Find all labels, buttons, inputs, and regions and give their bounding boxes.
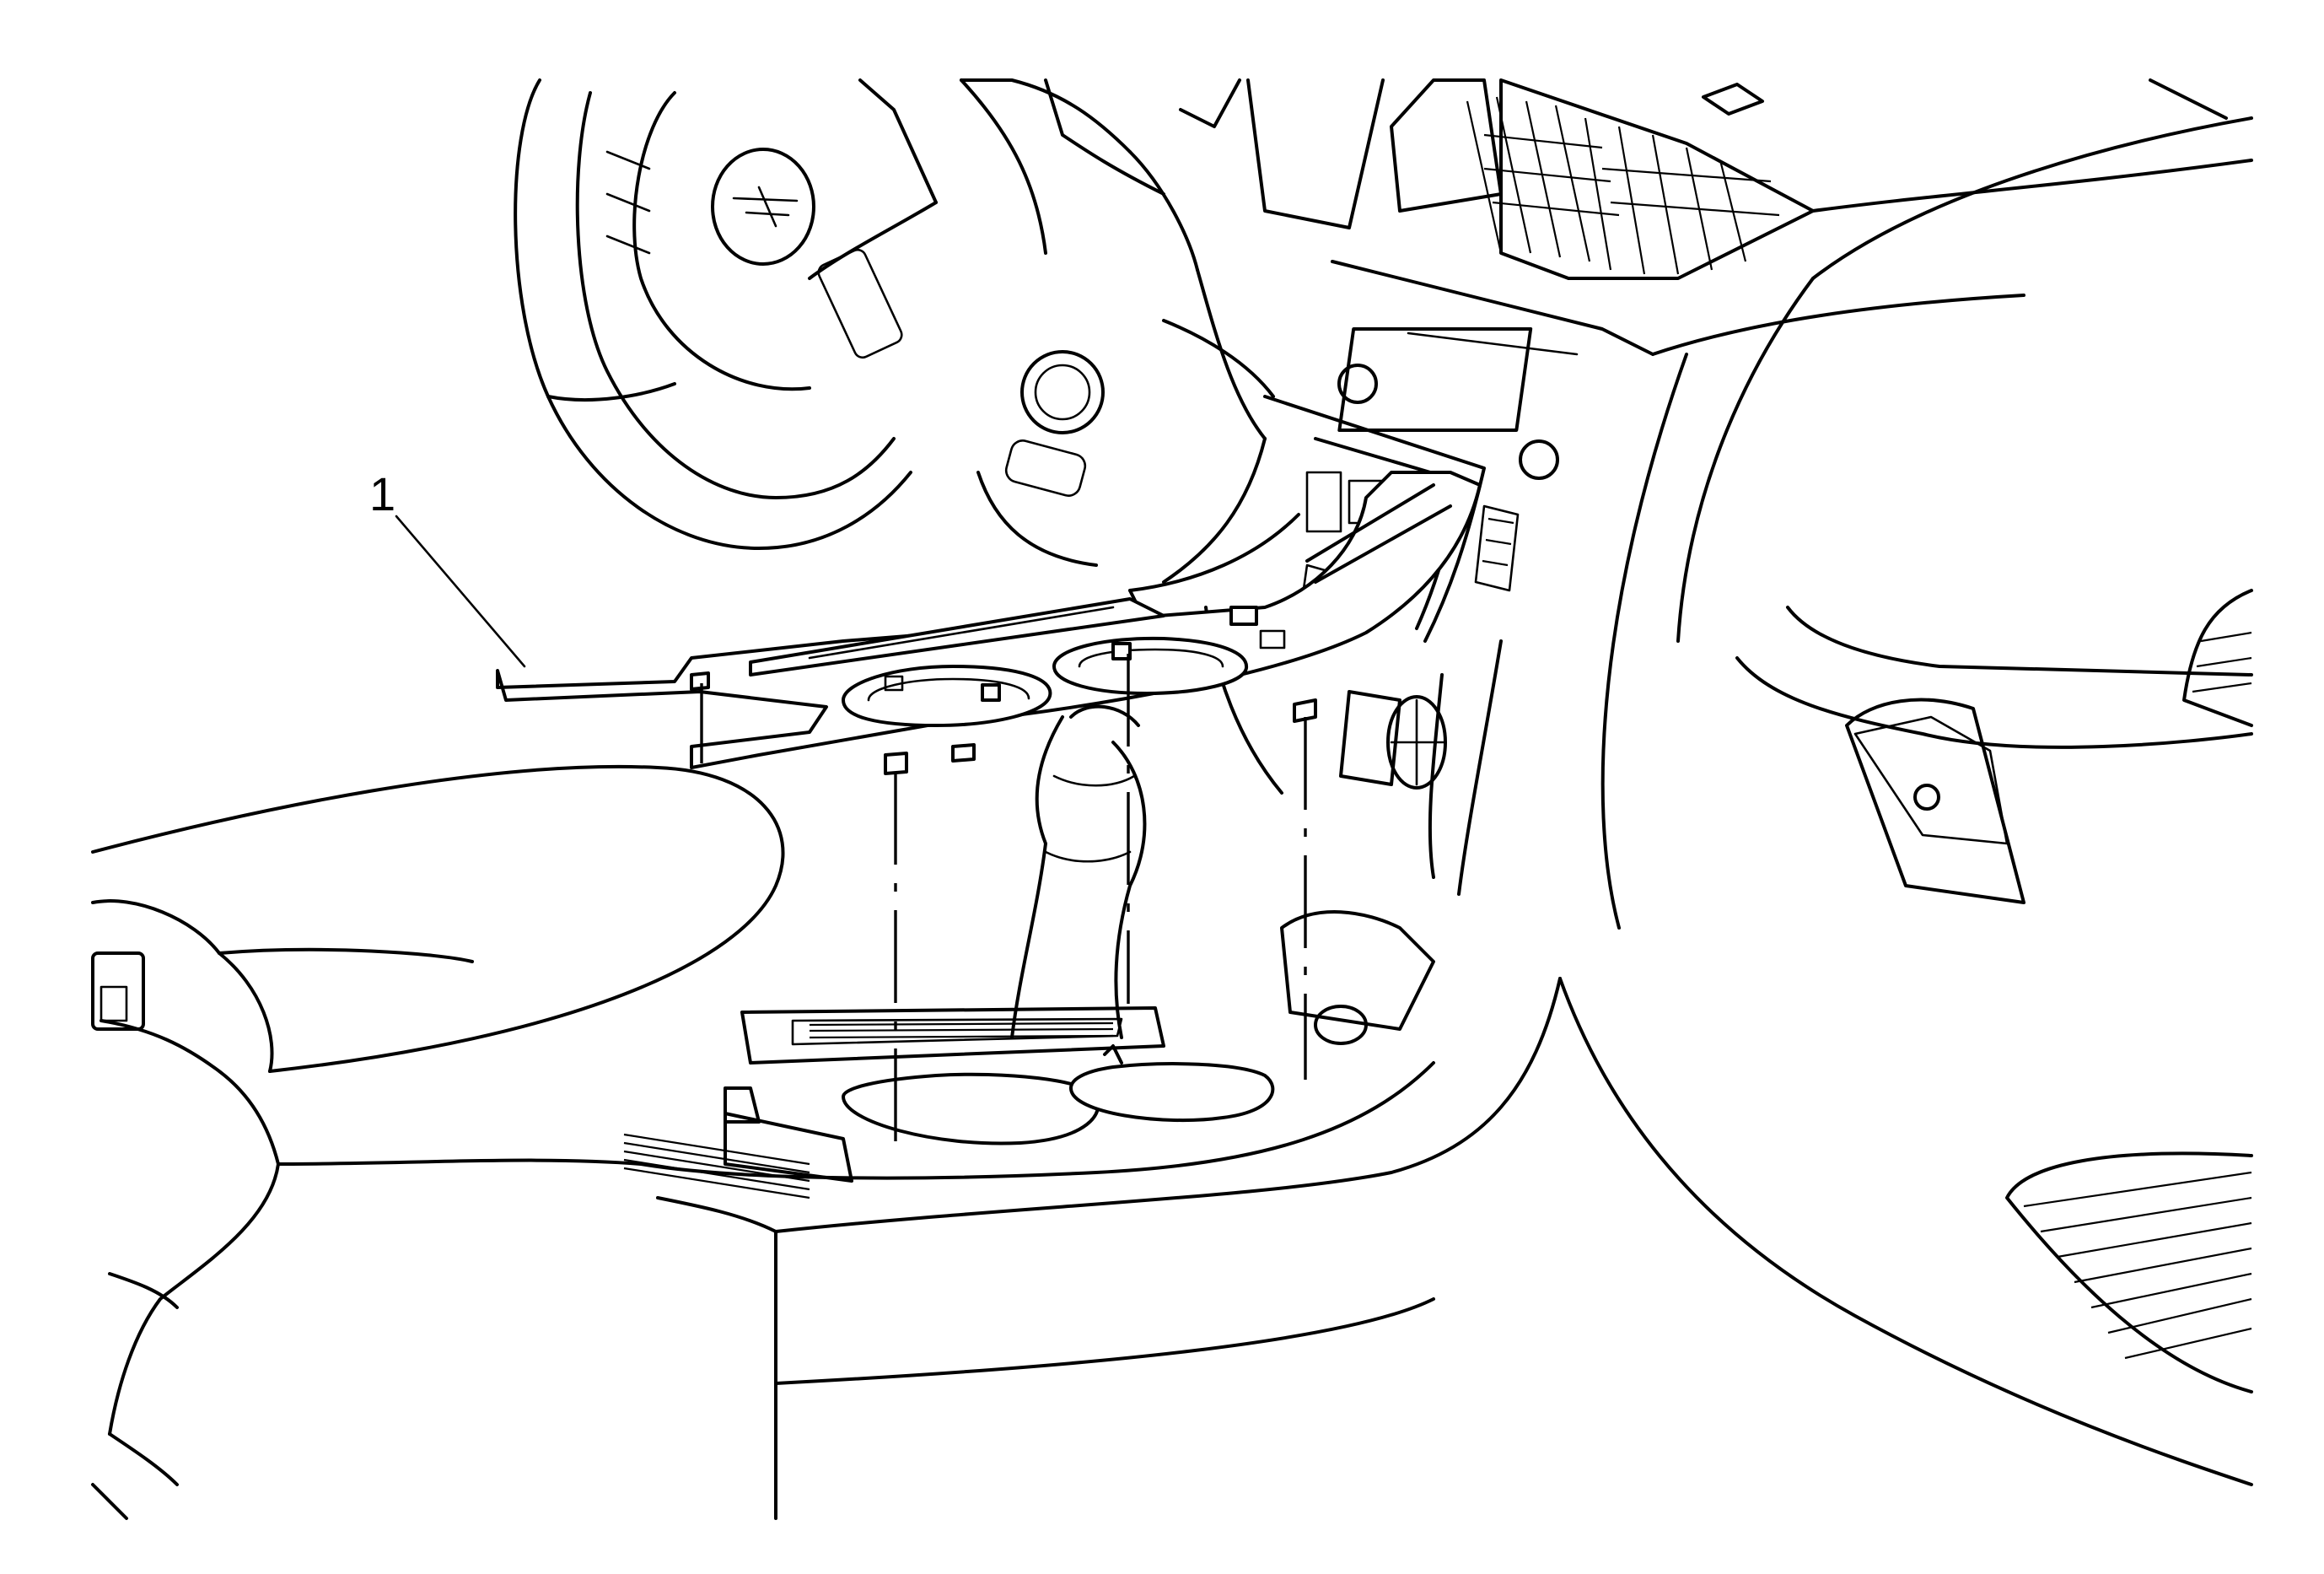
callout-1-leader xyxy=(395,515,526,668)
callout-1-label: 1 xyxy=(369,467,395,520)
console-trim-plate xyxy=(496,471,1482,775)
callout-1: 1 xyxy=(369,467,526,668)
gear-shifter xyxy=(1010,704,1147,1039)
instrument-panel xyxy=(960,78,1385,567)
steering-wheel xyxy=(514,78,1047,550)
floor-trim xyxy=(91,1432,179,1520)
lower-console xyxy=(623,910,1435,1199)
center-stack xyxy=(1162,78,1815,896)
alignment-lines xyxy=(700,654,1307,1151)
passenger-side-panel xyxy=(1558,78,2253,1486)
center-console-body xyxy=(639,977,1562,1520)
armrest xyxy=(91,764,785,1436)
